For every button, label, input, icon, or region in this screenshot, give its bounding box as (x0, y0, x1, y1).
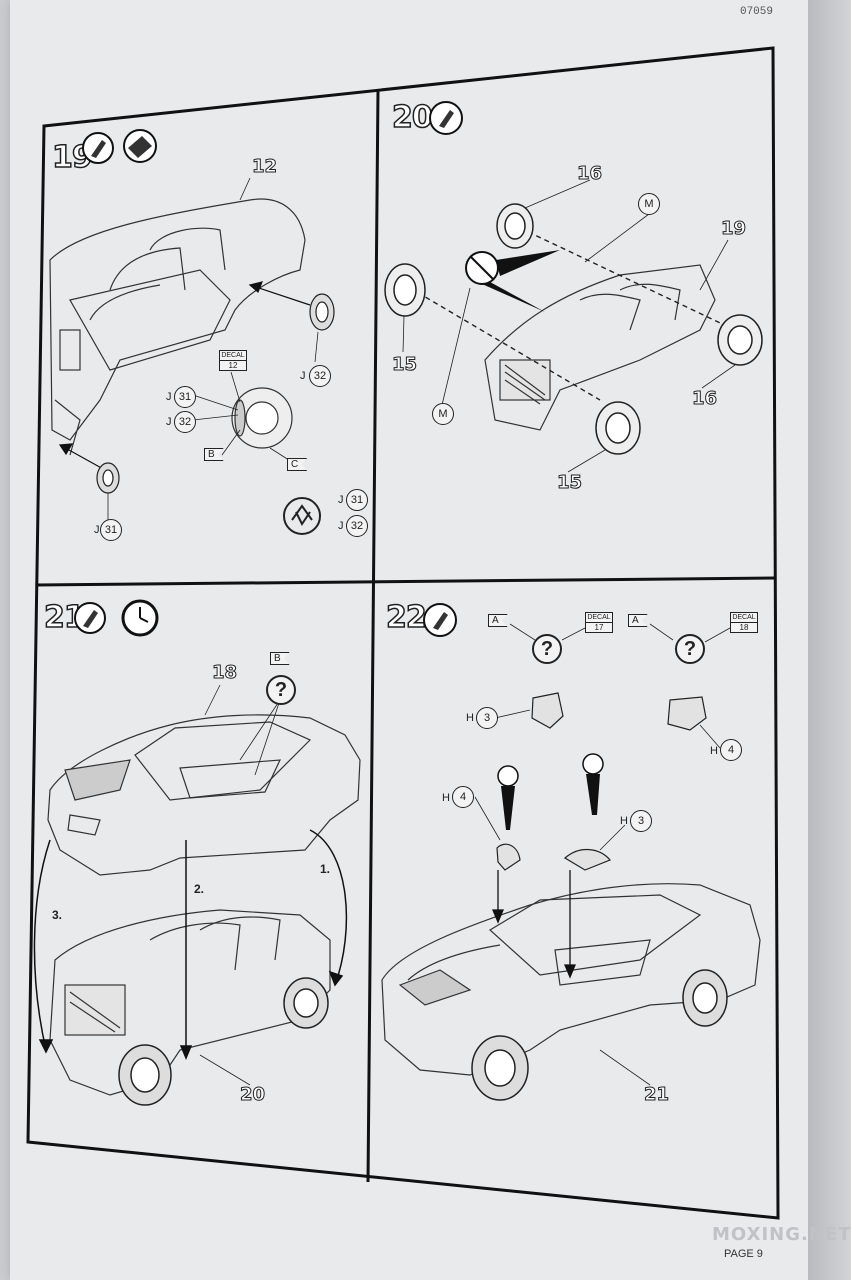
paint-icon (123, 129, 157, 163)
step20-wheels (384, 203, 763, 455)
step20-axle-lines (409, 227, 736, 401)
step19-j31-bottom-letter: J (94, 524, 100, 536)
decal-label: DECAL (732, 614, 756, 621)
glue-icon (74, 602, 106, 634)
step20-chassis (484, 264, 716, 431)
step22-decal-18: DECAL 18 (730, 612, 758, 633)
step19-j32-num: 32 (174, 411, 196, 433)
step21-leaders (199, 684, 281, 1086)
step21-flag-b: B (270, 652, 290, 665)
step19-decal: DECAL 12 (219, 350, 247, 371)
step19-j31-num: 31 (174, 386, 196, 408)
step22-question-icon-left: ? (532, 634, 562, 664)
step19-brake-disc (231, 387, 293, 449)
step19-swap-icon (283, 497, 321, 535)
decal-number: 18 (731, 622, 757, 632)
step22-leaders (474, 623, 731, 1086)
step19-body-shell (49, 198, 306, 456)
step19-part-12: 12 (251, 156, 278, 178)
decal-label: DECAL (221, 352, 245, 359)
step19-j32-top-num: 32 (309, 365, 331, 387)
step22-arrows (492, 870, 576, 979)
step22-h4a-letter: H (710, 745, 718, 757)
step19-j32-right-letter: J (338, 520, 344, 532)
step21-part-18: 18 (211, 662, 238, 684)
step22-h3a-letter: H (466, 712, 474, 724)
step19-j32-right-num: 32 (346, 515, 368, 537)
step22-h4b-letter: H (442, 792, 450, 804)
step22-h4a-num: 4 (720, 739, 742, 761)
step21-seq-1: 1. (320, 862, 331, 876)
step19-icons (82, 129, 157, 164)
step21-seq-2: 2. (194, 882, 205, 896)
step19-arrows (58, 281, 311, 471)
step19-j32-top-letter: J (300, 370, 306, 382)
step22-h4b-num: 4 (452, 786, 474, 808)
page-edge (808, 0, 851, 1280)
decal-number: 12 (220, 360, 246, 370)
step20-m-bottom: M (432, 403, 454, 425)
step22-number: 22 (385, 599, 427, 636)
step20-part-19: 19 (720, 218, 747, 240)
step22-h3b-letter: H (620, 815, 628, 827)
step21-wheels (118, 977, 329, 1106)
step22-glue-points (497, 753, 604, 830)
step20-m-top: M (638, 193, 660, 215)
step22-part-21: 21 (643, 1084, 670, 1106)
outer-frame (26, 46, 780, 1220)
decal-label: DECAL (587, 614, 611, 621)
step22-question-icon-right: ? (675, 634, 705, 664)
clock-icon (121, 599, 159, 637)
step22-wheels (471, 969, 728, 1101)
step19-j31-bottom-num: 31 (100, 519, 122, 541)
step19-j31-right-letter: J (338, 494, 344, 506)
step19-j31-right-num: 31 (346, 489, 368, 511)
step19-leaders (107, 177, 319, 520)
step21-seq-3: 3. (52, 908, 63, 922)
step20-number: 20 (391, 99, 433, 136)
page-number: PAGE 9 (724, 1248, 763, 1260)
step20-part-15-left: 15 (391, 354, 418, 376)
glue-icon (82, 132, 114, 164)
step20-no-glue-icon (465, 250, 560, 312)
horizontal-divider (35, 576, 777, 587)
step21-question-icon: ? (266, 675, 296, 705)
step20-part-15-bottom: 15 (556, 472, 583, 494)
step19-j32-letter: J (166, 416, 172, 428)
step19-j31-letter: J (166, 391, 172, 403)
step22-decal-17: DECAL 17 (585, 612, 613, 633)
step22-mirrors (496, 692, 707, 871)
step21-body (47, 714, 361, 876)
step22-glue-icon (423, 603, 457, 637)
document-code: 07059 (739, 6, 773, 18)
step22-h3a-num: 3 (476, 707, 498, 729)
watermark: MOXING.NET (712, 1224, 851, 1245)
step20-part-16-bottom: 16 (691, 388, 718, 410)
step20-leaders (402, 179, 736, 473)
step21-assembly-arrows (33, 829, 348, 1060)
step19-wheel-caps (96, 293, 335, 494)
step21-part-20: 20 (239, 1084, 266, 1106)
step21-icons (74, 599, 159, 637)
decal-number: 17 (586, 622, 612, 632)
step20-glue-icon (429, 101, 463, 135)
step22-h3b-num: 3 (630, 810, 652, 832)
step20-part-16-top: 16 (576, 163, 603, 185)
vertical-divider (366, 89, 380, 1183)
